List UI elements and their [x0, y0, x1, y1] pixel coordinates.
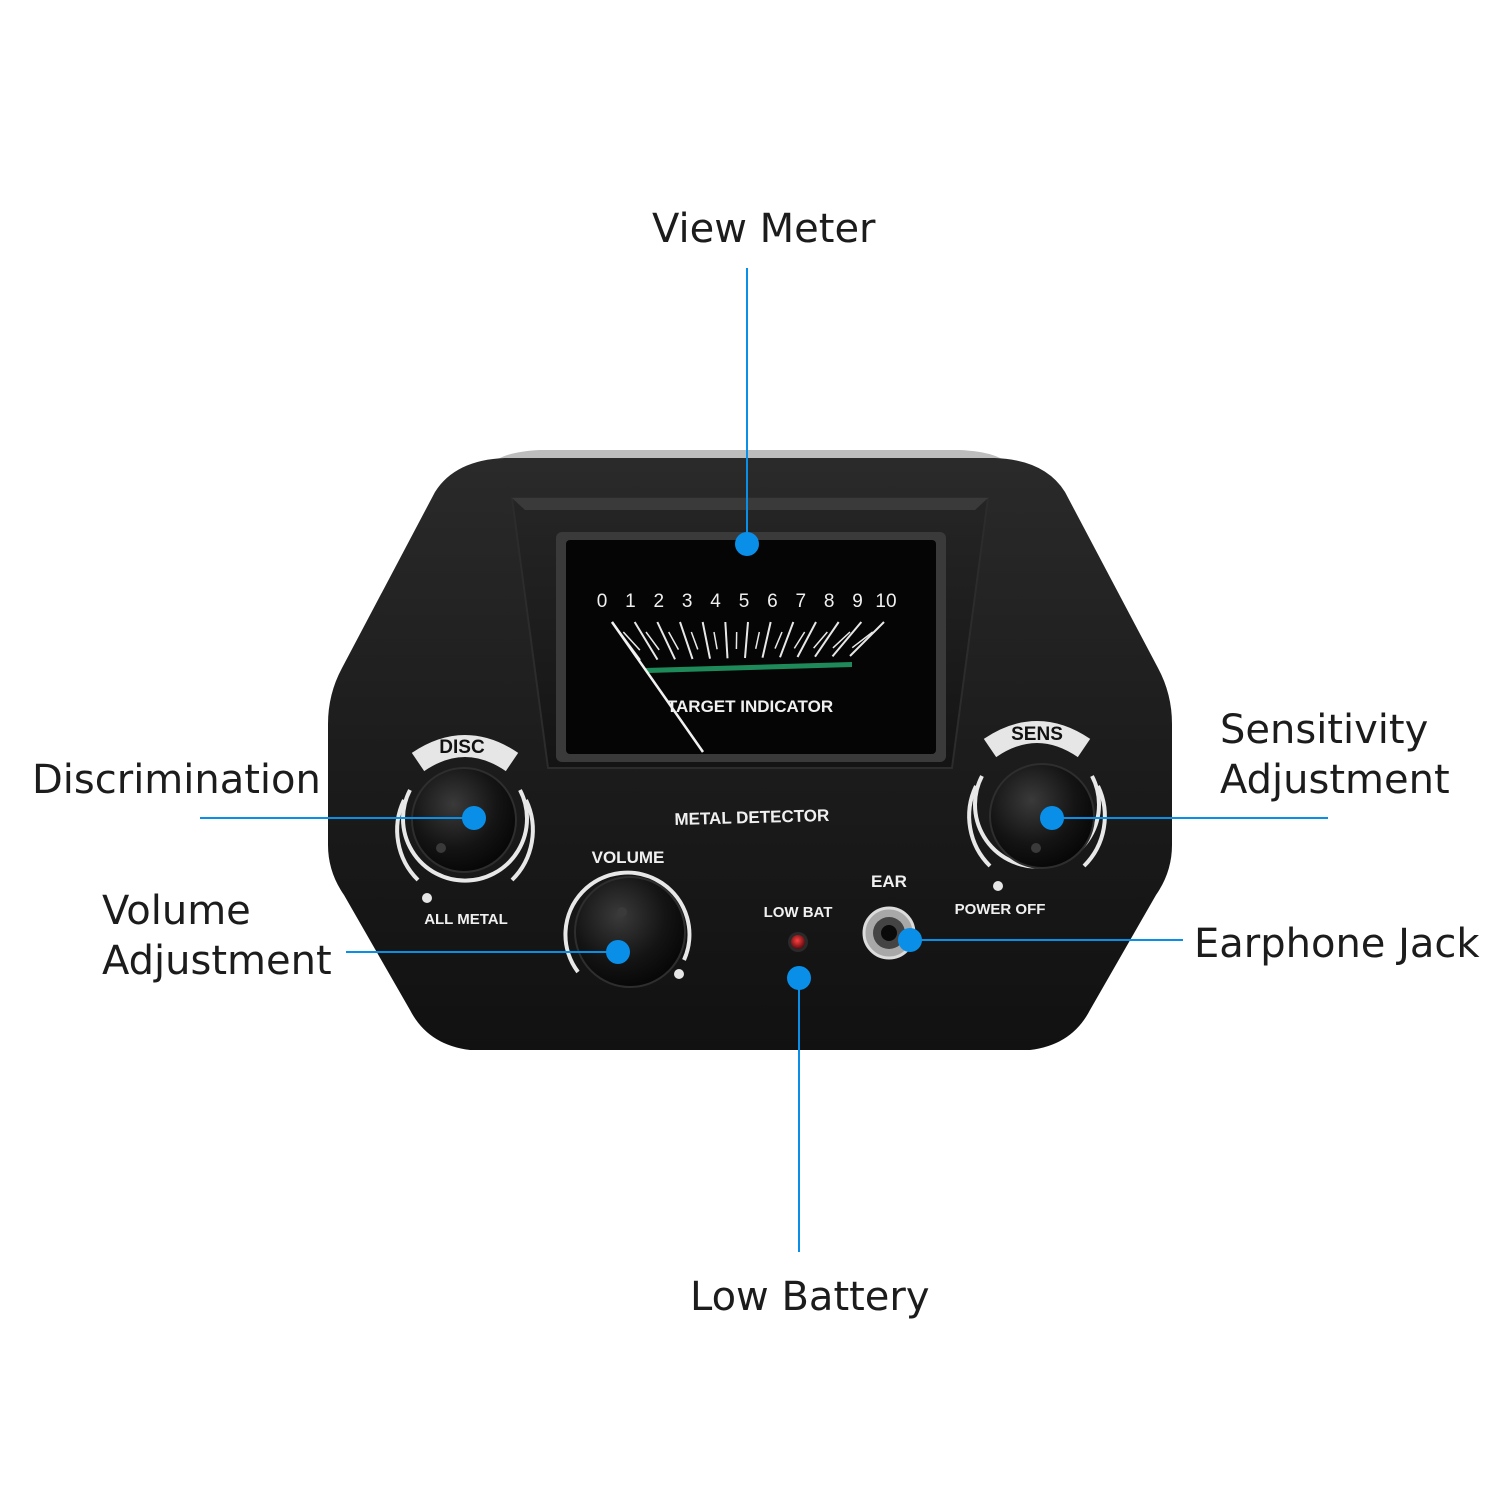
callout-sensitivity: Sensitivity Adjustment — [1220, 705, 1450, 805]
disc-min-dot — [422, 893, 432, 903]
meter-scale-label: 5 — [739, 591, 750, 612]
view-meter-dot — [735, 532, 759, 556]
meter-tick — [779, 621, 795, 658]
callout-sensitivity-line2: Adjustment — [1220, 757, 1450, 803]
meter-green-band — [645, 662, 852, 673]
meter-tick — [832, 631, 851, 649]
meter-tick — [713, 631, 718, 650]
meter-tick — [796, 621, 817, 658]
callout-discrimination-text: Discrimination — [32, 757, 321, 803]
ear-label: EAR — [871, 872, 907, 891]
meter-tick — [622, 631, 641, 651]
meter-tick — [668, 631, 680, 651]
meter-scale-label: 4 — [710, 591, 721, 612]
meter-tick — [814, 621, 840, 658]
sens-control: SENS POWER OFF — [955, 721, 1107, 918]
callout-low-battery: Low Battery — [690, 1272, 930, 1322]
volume-knob[interactable] — [574, 876, 686, 988]
meter-scale-label: 3 — [682, 591, 693, 612]
meter-tick — [744, 621, 749, 659]
meter-tick — [831, 621, 863, 657]
callout-view-meter-text: View Meter — [652, 206, 876, 252]
meter-tick — [679, 621, 694, 660]
meter-tick — [633, 621, 659, 661]
meter-tick — [849, 621, 885, 657]
meter-tick — [724, 621, 729, 659]
meter-tick — [701, 621, 711, 659]
meter-scale-label: 6 — [767, 591, 778, 612]
meter-tick — [690, 631, 699, 650]
low-bat-led — [791, 935, 805, 949]
meter-tick — [754, 631, 761, 649]
meter-tick — [793, 631, 806, 649]
meter-needle — [610, 621, 705, 753]
volume-max-dot — [674, 969, 684, 979]
meter-scale-label: 8 — [824, 591, 835, 612]
earphone-jack-dot — [898, 928, 922, 952]
callout-dots — [462, 532, 1064, 990]
callout-low-battery-text: Low Battery — [690, 1274, 930, 1320]
meter-scale-label: 2 — [654, 591, 665, 612]
model-label: METAL DETECTOR — [674, 806, 829, 829]
volume-control: VOLUME — [563, 848, 692, 988]
callout-sensitivity-line1: Sensitivity — [1220, 707, 1429, 753]
callout-volume-line1: Volume — [102, 888, 251, 934]
meter-tick — [813, 631, 828, 649]
disc-min-label: ALL METAL — [424, 911, 508, 928]
callout-view-meter: View Meter — [652, 204, 876, 254]
callout-earphone-jack-text: Earphone Jack — [1194, 921, 1480, 967]
sensitivity-dot — [1040, 806, 1064, 830]
callout-earphone-jack: Earphone Jack — [1194, 919, 1480, 969]
sens-label: SENS — [1011, 724, 1063, 745]
meter-scale-label: 9 — [852, 591, 863, 612]
low-battery-dot — [787, 966, 811, 990]
meter-scale-label: 10 — [875, 591, 896, 612]
meter-tick — [645, 631, 660, 651]
meter-scale-label: 1 — [625, 591, 636, 612]
callout-volume-line2: Adjustment — [102, 938, 332, 984]
meter-tick — [851, 631, 874, 649]
low-battery-indicator: LOW BAT — [764, 904, 833, 952]
callout-volume: Volume Adjustment — [102, 886, 332, 986]
callout-discrimination: Discrimination — [32, 755, 321, 805]
meter-scale-label: 7 — [796, 591, 807, 612]
callout-leaders — [200, 268, 1328, 1252]
meter-scale-label: 0 — [597, 591, 608, 612]
sens-min-label: POWER OFF — [955, 901, 1046, 918]
discrimination-dot — [462, 806, 486, 830]
volume-label: VOLUME — [592, 848, 665, 867]
meter-tick — [774, 631, 783, 649]
disc-label: DISC — [439, 737, 485, 758]
volume-dot — [606, 940, 630, 964]
meter-caption: TARGET INDICATOR — [667, 697, 833, 716]
meter-tick — [656, 621, 676, 660]
low-bat-label: LOW BAT — [764, 904, 833, 921]
sens-min-dot — [993, 881, 1003, 891]
meter-tick — [761, 621, 772, 658]
